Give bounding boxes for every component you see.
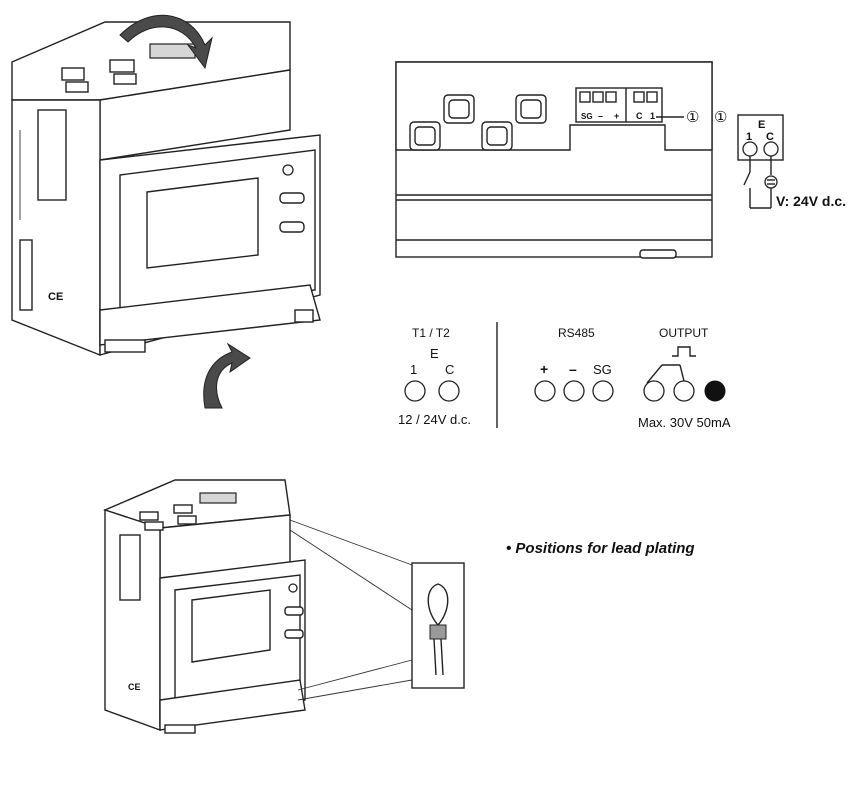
t1t2-e-label: E (430, 346, 439, 361)
output-terminal-3 (704, 380, 726, 402)
ce-mark-bottom: CE (128, 682, 141, 692)
wiring-inset (737, 114, 784, 209)
callout-number-top: ① (686, 109, 699, 126)
meter-device-top-left (11, 21, 321, 357)
t1t2-terminal-1 (404, 380, 426, 402)
t1t2-pin-c: C (445, 362, 454, 377)
inset-pin-1: 1 (746, 131, 752, 143)
t1t2-pin-1: 1 (410, 362, 417, 377)
terminal-label-minus: – (598, 111, 603, 121)
insert-arrow-bottom (203, 342, 251, 409)
rs485-terminal-plus (534, 380, 556, 402)
output-terminal-1 (643, 380, 665, 402)
output-rating: Max. 30V 50mA (638, 415, 731, 430)
t1t2-terminal-c (438, 380, 460, 402)
rs485-terminal-sg (592, 380, 614, 402)
output-switch-line (646, 364, 663, 384)
t1t2-title: T1 / T2 (412, 326, 450, 340)
lead-leader-lines (289, 519, 413, 701)
inset-e-label: E (758, 119, 765, 131)
terminal-panel: T1 / T2 E 1 C 12 / 24V d.c. RS485 + – SG… (398, 322, 731, 430)
lead-plating-inset (411, 562, 465, 689)
rs485-title: RS485 (558, 326, 595, 340)
ce-mark-top: CE (48, 291, 63, 303)
t1t2-voltage: 12 / 24V d.c. (398, 412, 471, 427)
rs485-plus-label: + (540, 361, 548, 377)
terminal-label-sg: SG (581, 112, 593, 121)
meter-device-bottom (103, 479, 306, 734)
output-title: OUTPUT (659, 326, 709, 340)
terminal-label-c: C (636, 111, 643, 121)
lead-plating-note: • Positions for lead plating (506, 540, 695, 557)
insert-arrow-top (119, 14, 213, 70)
meter-top-view (395, 61, 713, 259)
rs485-minus-label: – (569, 361, 577, 377)
pulse-symbol (672, 346, 696, 357)
rs485-sg-label: SG (593, 362, 612, 377)
inset-supply-voltage: V: 24V d.c. (776, 193, 846, 209)
rs485-terminal-minus (563, 380, 585, 402)
inset-pin-c: C (766, 131, 774, 143)
terminal-label-1: 1 (650, 111, 655, 121)
output-terminal-2 (673, 380, 695, 402)
terminal-label-plus: + (614, 111, 619, 121)
callout-number-inset: ① (714, 109, 727, 126)
